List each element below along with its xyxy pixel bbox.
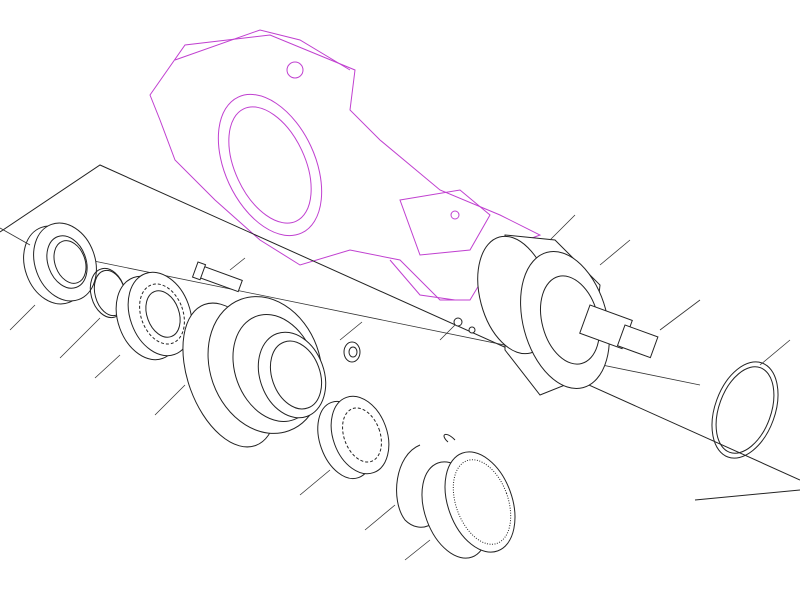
thrust-ring <box>711 361 779 459</box>
spindle <box>477 234 659 396</box>
oil-seal <box>23 222 97 305</box>
wheel-hub <box>182 296 327 448</box>
assembly-frame <box>0 164 800 501</box>
inner-bearing <box>115 271 193 361</box>
ring-gear <box>421 451 516 559</box>
hex-nut <box>343 341 361 363</box>
leader-lines <box>0 214 791 561</box>
small-washer <box>453 317 476 334</box>
wheel-stud <box>191 261 243 293</box>
outer-bearing <box>317 395 390 480</box>
